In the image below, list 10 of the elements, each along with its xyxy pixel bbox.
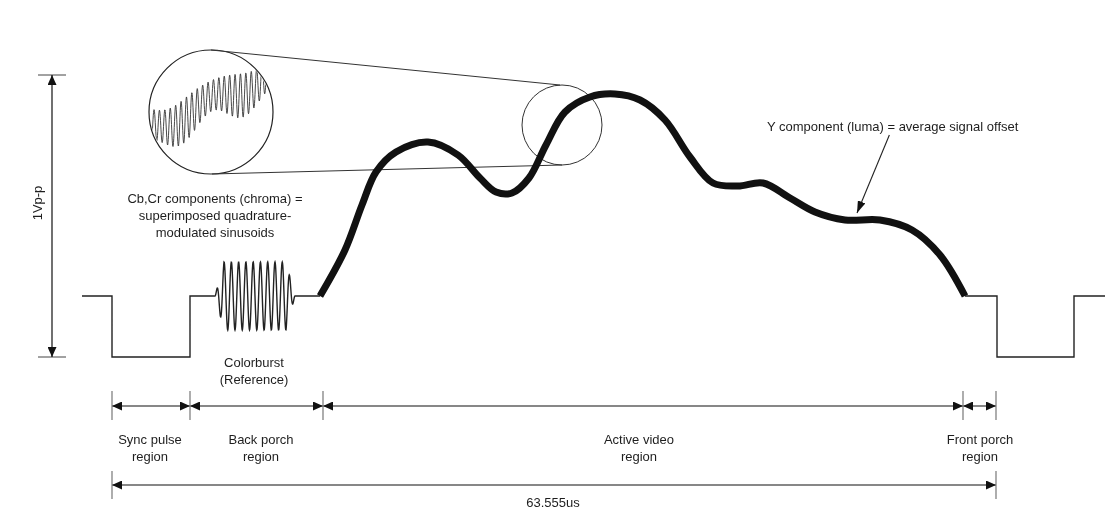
annotation-text: Cb,Cr components (chroma) = superimposed quadrature-modulated sinusoids <box>126 190 304 241</box>
amplitude-label: 1Vp-p <box>28 185 46 221</box>
region-label: Front porch region <box>945 431 1015 465</box>
callout-text: Y component (luma) = average signal offset <box>767 119 1019 135</box>
annotation-text: Colorburst (Reference) <box>218 354 290 388</box>
dimension-label: 63.555us <box>525 494 581 511</box>
region-label: Back porch region <box>227 431 295 465</box>
leader-arrow <box>856 134 890 214</box>
region-label: Sync pulse region <box>117 431 183 465</box>
region-label: Active video region <box>602 431 676 465</box>
